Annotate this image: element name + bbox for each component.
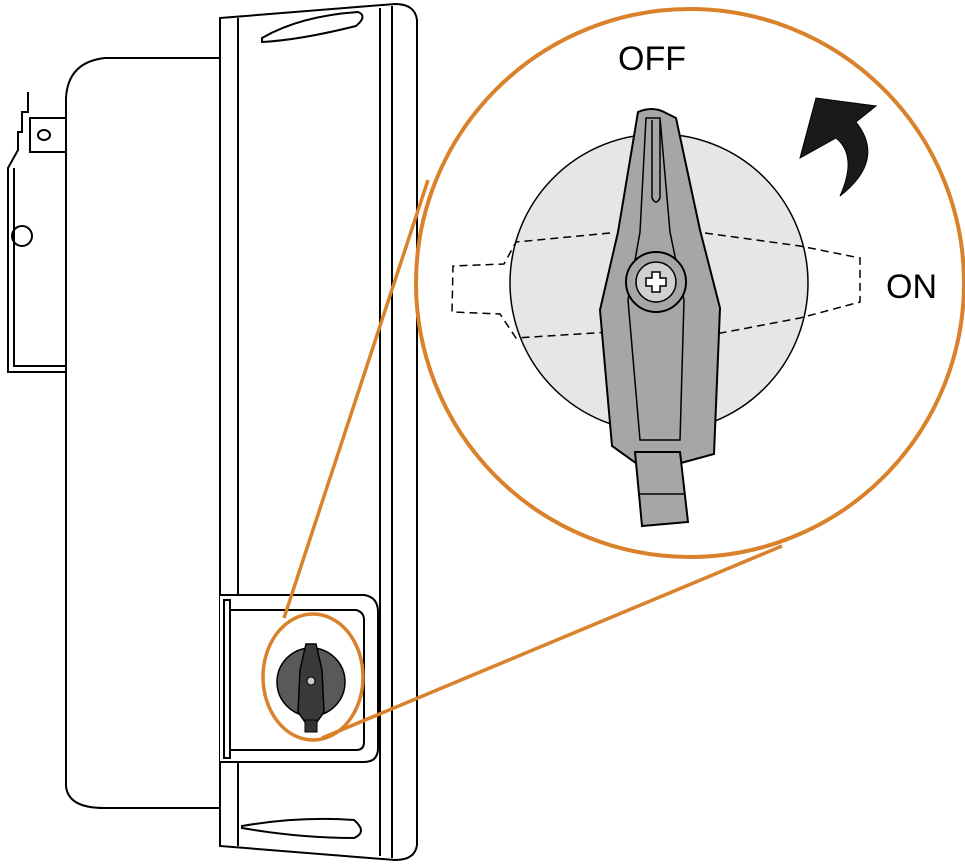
dc-switch-small [276,643,346,733]
callout-small-circle [261,612,365,742]
on-position-outline [451,232,861,339]
on-label: ON [886,268,937,306]
inverter-body [65,2,418,862]
cross-screw-icon [625,251,687,313]
bottom-handle [241,817,362,840]
mounting-bracket [7,92,69,373]
callout [261,179,783,742]
off-label: OFF [618,40,686,78]
top-handle [261,10,364,44]
curved-arrow-icon [799,97,878,197]
